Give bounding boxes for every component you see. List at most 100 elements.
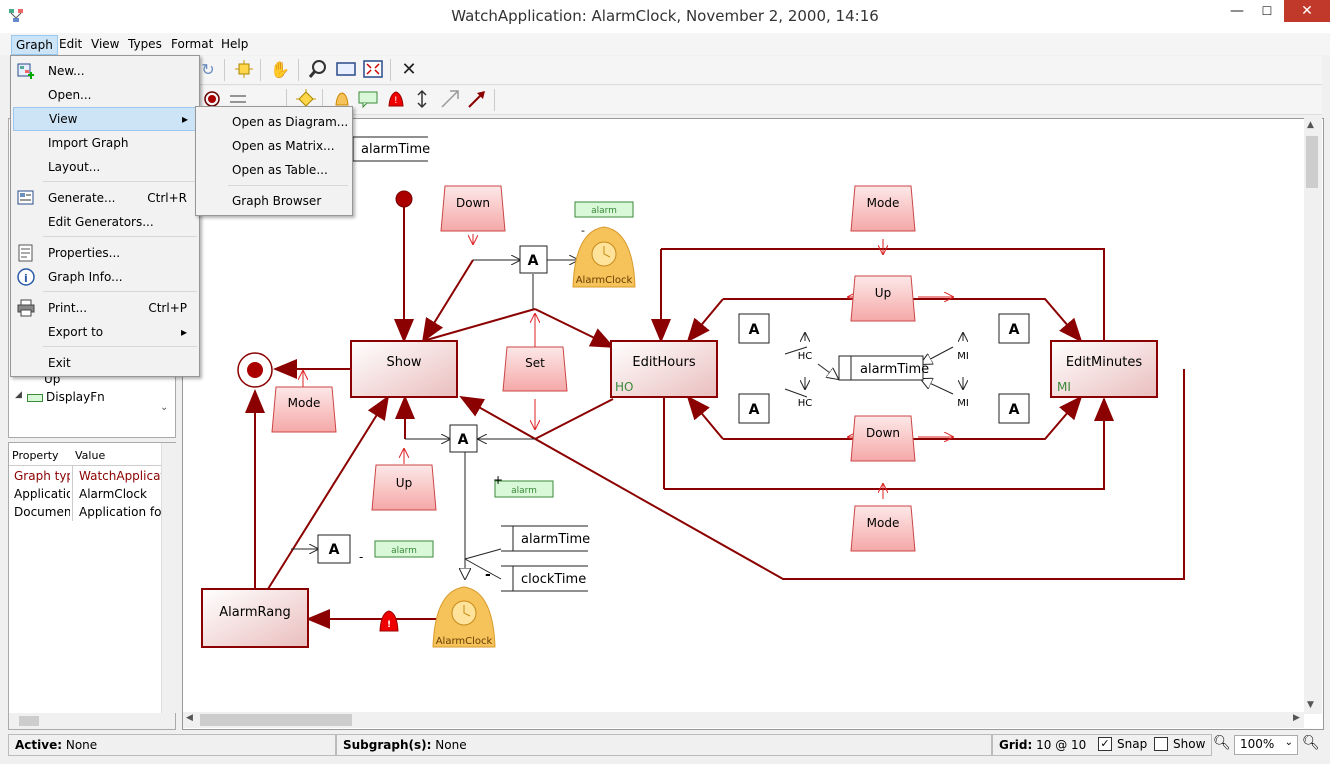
zoom-area-icon[interactable] (334, 58, 358, 82)
menu-help[interactable]: Help (221, 37, 249, 51)
menu-item-open-as-matrix[interactable]: Open as Matrix... (232, 139, 335, 153)
props-hscroll[interactable] (9, 713, 175, 729)
edge-show-edithours[interactable] (534, 308, 615, 348)
hand-icon[interactable]: ✋ (270, 60, 290, 79)
prop-value[interactable]: AlarmClock (79, 487, 147, 501)
scroll-left-icon[interactable]: ◀ (186, 713, 193, 723)
event-set[interactable]: Set (502, 346, 568, 392)
flag-alarm[interactable]: alarm (494, 480, 554, 498)
action-a[interactable]: A (317, 534, 351, 564)
maximize-button[interactable]: ☐ (1261, 4, 1273, 18)
delete-icon[interactable]: ✕ (401, 59, 417, 80)
menu-edit[interactable]: Edit (59, 37, 83, 51)
menu-item-layout[interactable]: Layout... (48, 160, 101, 174)
event-up-left[interactable]: Up (371, 464, 437, 511)
zoom-in-icon[interactable]: 🔍︎ (1302, 735, 1320, 751)
fit-to-window-icon[interactable] (361, 58, 385, 82)
menu-item-print[interactable]: Print...Ctrl+P (13, 297, 197, 319)
state-alarmrang[interactable]: AlarmRang (201, 588, 309, 648)
menu-item-edit-generators[interactable]: Edit Generators... (48, 215, 154, 229)
canvas-vscroll-thumb[interactable] (1306, 136, 1318, 188)
edge-a-editminutes-bottom[interactable] (723, 395, 1083, 440)
edge-down-show[interactable] (421, 259, 474, 343)
event-mode-top[interactable]: Mode (850, 185, 916, 232)
data-alarmtime-bottom[interactable]: alarmTime (501, 525, 590, 552)
scroll-down-icon[interactable]: ▼ (1307, 700, 1314, 710)
snap-checkbox[interactable]: ✓ (1098, 737, 1112, 751)
menu-item-view[interactable]: View▸ (13, 107, 199, 131)
minimize-button[interactable]: — (1230, 3, 1244, 19)
menu-item-import-graph[interactable]: Import Graph (48, 136, 129, 150)
menu-item-graph-browser[interactable]: Graph Browser (232, 194, 322, 208)
show-checkbox[interactable] (1154, 737, 1168, 751)
action-a[interactable]: A (449, 424, 478, 453)
menu-item-exit[interactable]: Exit (48, 356, 71, 370)
edge-a-edithours-bottom[interactable] (686, 395, 724, 440)
close-button[interactable]: ✕ (1284, 0, 1330, 22)
bidirectional-arrow-icon[interactable] (410, 88, 434, 112)
menu-item-export-to[interactable]: Export to▸ (13, 321, 197, 343)
zoom-select[interactable]: 100% ⌄ (1234, 735, 1298, 755)
comment-icon[interactable] (356, 88, 380, 112)
scroll-right-icon[interactable]: ▶ (1293, 713, 1300, 723)
event-mode-bottom[interactable]: Mode (850, 505, 916, 552)
edge-alarmrang-show[interactable] (267, 395, 390, 590)
add-node-icon[interactable] (232, 58, 256, 82)
zoom-out-icon[interactable]: 🔍︎ (1213, 735, 1231, 751)
data-store-icon[interactable] (226, 88, 250, 112)
edge-a-editminutes-top[interactable] (723, 298, 1083, 343)
canvas-hscroll[interactable] (183, 712, 1304, 728)
diagram-svg[interactable]: Show EditHours HO EditMinutes MI AlarmRa… (183, 119, 1323, 729)
state-show[interactable]: Show (350, 340, 458, 398)
scroll-up-icon[interactable]: ▲ (1307, 120, 1314, 130)
edge-editminutes-show[interactable] (459, 369, 1185, 580)
edge-mode-bottom[interactable] (664, 397, 1114, 490)
edge-set-edithours[interactable] (534, 398, 614, 440)
edge-a-edithours-top[interactable] (686, 298, 724, 343)
props-hscroll-thumb[interactable] (19, 716, 39, 726)
action-a[interactable]: A (738, 393, 770, 424)
tree-scroll-down-icon[interactable]: ⌄ (160, 402, 169, 413)
arrow-solid-icon[interactable] (465, 88, 489, 112)
menu-item-generate[interactable]: Generate...Ctrl+R (13, 187, 197, 209)
flag-alarm[interactable]: alarm (374, 540, 434, 558)
data-alarmtime-center[interactable]: alarmTime (838, 355, 929, 381)
action-a[interactable]: A (998, 313, 1030, 344)
menu-format[interactable]: Format (171, 37, 214, 51)
edge-mode-top[interactable] (661, 248, 1105, 341)
flag-alarm[interactable]: alarm (574, 201, 634, 218)
zoom-icon[interactable] (306, 58, 330, 82)
redo-icon[interactable]: ↻ (201, 60, 215, 79)
alarmclock-bell-top[interactable]: AlarmClock (572, 226, 636, 288)
action-a[interactable]: A (738, 313, 770, 344)
menu-view[interactable]: View (91, 37, 120, 51)
action-a[interactable]: A (519, 245, 548, 274)
tree-expand-icon[interactable]: ◢ (15, 390, 22, 400)
menu-item-properties[interactable]: Properties... (13, 242, 197, 264)
menu-item-open-as-table[interactable]: Open as Table... (232, 163, 328, 177)
canvas-vscroll[interactable] (1304, 118, 1322, 714)
action-a[interactable]: A (998, 393, 1030, 424)
state-editminutes[interactable]: EditMinutes MI (1050, 340, 1158, 398)
menu-item-graph-info[interactable]: i Graph Info... (13, 266, 197, 288)
alarm-icon[interactable]: ! (384, 88, 408, 112)
edge-set-show[interactable] (422, 308, 536, 342)
event-mode-left[interactable]: Mode (271, 386, 337, 433)
menu-item-open-as-diagram[interactable]: Open as Diagram... (232, 115, 349, 129)
event-down-top[interactable]: Down (440, 185, 506, 232)
menu-types[interactable]: Types (128, 37, 162, 51)
alarmclock-bell-bottom[interactable]: AlarmClock (432, 586, 496, 648)
prop-value[interactable]: WatchApplicati (79, 469, 163, 483)
canvas-hscroll-thumb[interactable] (200, 714, 352, 726)
props-vscroll[interactable] (161, 443, 176, 713)
tree-item-displayfn[interactable]: DisplayFn (46, 390, 105, 404)
bell-icon[interactable] (330, 88, 354, 112)
state-edithours[interactable]: EditHours HO (610, 340, 718, 398)
data-clocktime[interactable]: clockTime (501, 565, 588, 592)
menu-item-new[interactable]: New... (13, 60, 197, 82)
event-up-right[interactable]: Up (850, 275, 916, 322)
menu-graph[interactable]: Graph (11, 35, 58, 55)
event-down-right[interactable]: Down (850, 415, 916, 462)
data-alarmtime-top[interactable]: alarmTime (352, 136, 430, 162)
prop-value[interactable]: Application for (79, 505, 163, 519)
